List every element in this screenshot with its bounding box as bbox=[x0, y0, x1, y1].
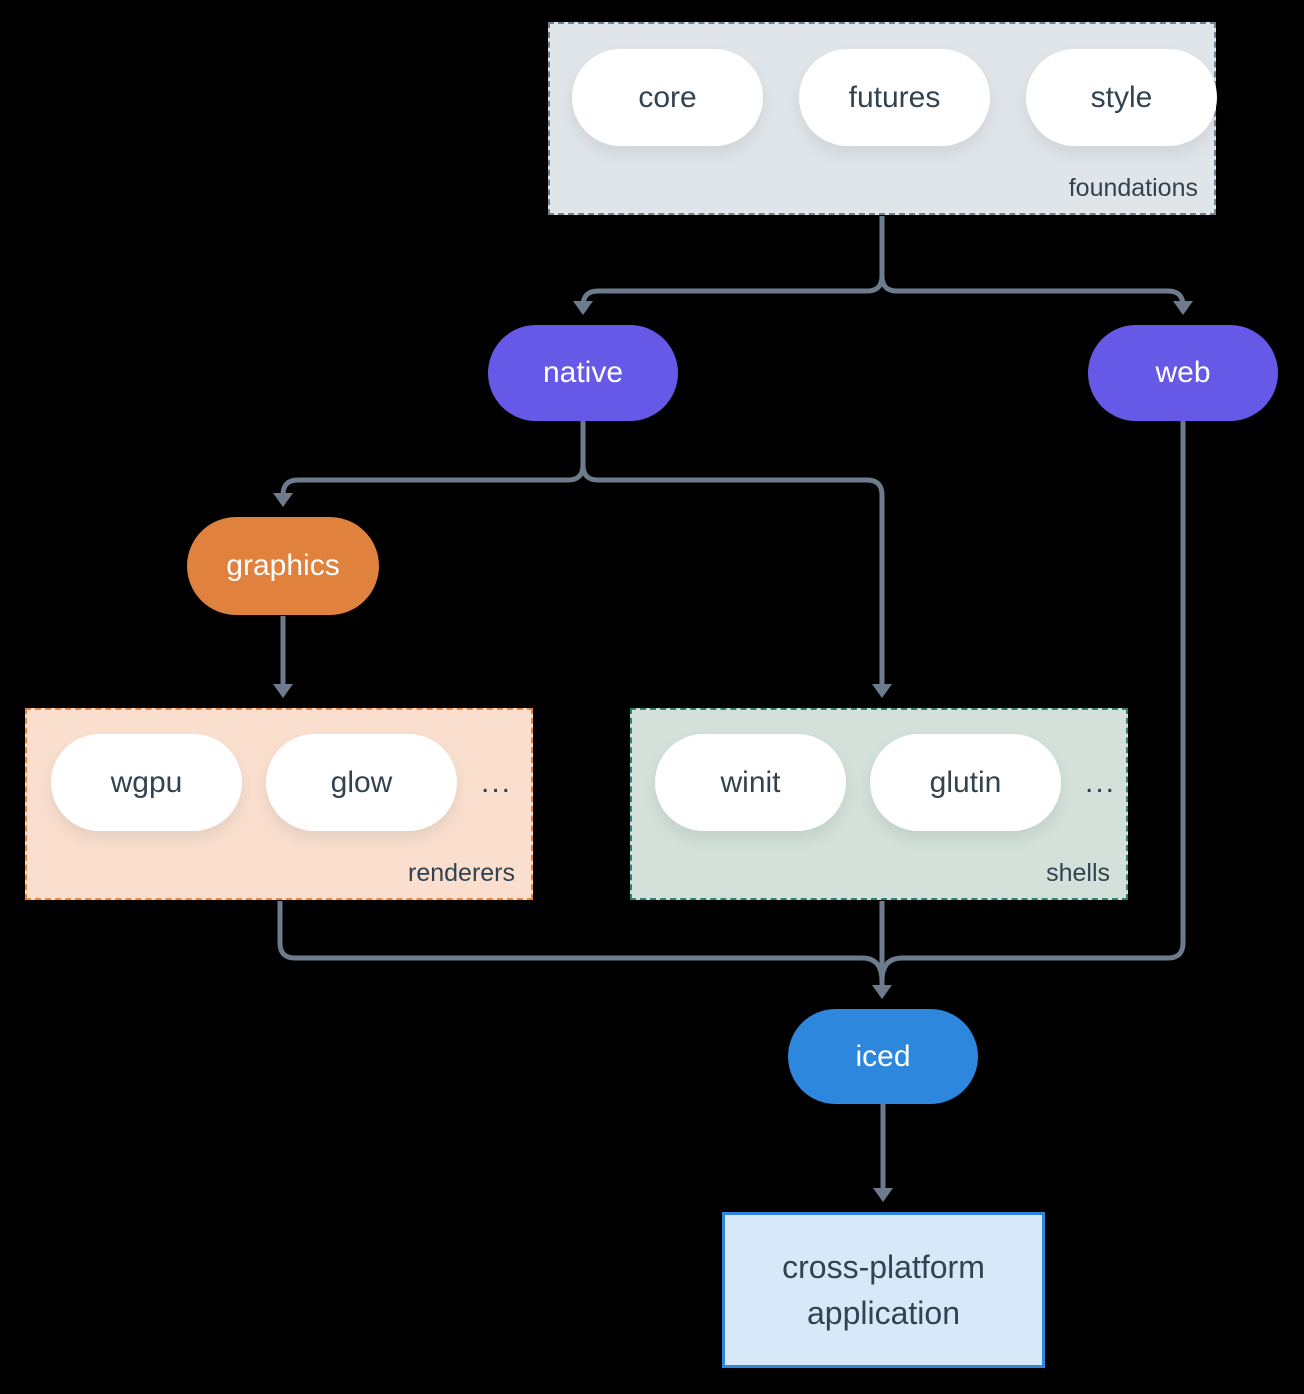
group-label-shells: shells bbox=[1046, 859, 1110, 887]
group-shells: winit glutin ... shells bbox=[630, 708, 1128, 900]
application-label-line1: cross-platform bbox=[782, 1248, 985, 1285]
application-label-line2: application bbox=[807, 1295, 960, 1331]
group-label-renderers: renderers bbox=[408, 859, 515, 887]
connector-renderers-merge bbox=[277, 901, 885, 982]
node-winit: winit bbox=[655, 734, 846, 831]
node-native: native bbox=[488, 325, 678, 421]
connector-foundations-native bbox=[573, 216, 885, 315]
node-iced: iced bbox=[788, 1009, 978, 1104]
group-label-foundations: foundations bbox=[1068, 174, 1198, 202]
node-wgpu: wgpu bbox=[51, 734, 242, 831]
connector-foundations-web bbox=[879, 216, 1193, 315]
node-cross-platform-application: cross-platform application bbox=[722, 1212, 1045, 1368]
group-renderers: wgpu glow ... renderers bbox=[25, 708, 533, 900]
renderers-ellipsis: ... bbox=[481, 765, 513, 799]
group-foundations: core futures style foundations bbox=[548, 22, 1217, 215]
connector-native-graphics bbox=[273, 421, 586, 507]
node-web: web bbox=[1088, 325, 1278, 421]
connector-native-shells bbox=[580, 421, 892, 698]
node-futures: futures bbox=[799, 49, 990, 146]
node-core: core bbox=[572, 49, 763, 146]
node-style: style bbox=[1026, 49, 1217, 146]
node-graphics: graphics bbox=[187, 517, 379, 615]
node-glow: glow bbox=[266, 734, 457, 831]
node-glutin: glutin bbox=[870, 734, 1061, 831]
shells-ellipsis: ... bbox=[1085, 765, 1117, 799]
